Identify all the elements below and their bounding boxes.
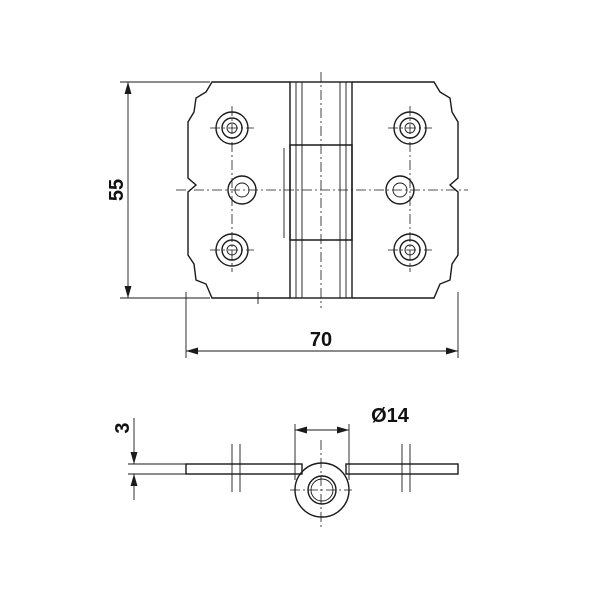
width-dimension: 70 <box>185 292 459 358</box>
width-label: 70 <box>310 329 332 351</box>
diameter-label: Ø14 <box>371 405 410 427</box>
hinge-top-view <box>176 72 468 308</box>
left-leaf-side <box>185 463 303 475</box>
thickness-label: 3 <box>112 422 134 433</box>
height-label: 55 <box>106 179 128 201</box>
thickness-dimension: 3 <box>112 418 186 500</box>
middle-knuckle <box>289 144 353 241</box>
right-leaf-outline <box>352 81 459 299</box>
height-dimension: 55 <box>106 81 210 299</box>
hinge-side-view <box>185 440 459 530</box>
left-leaf-outline <box>187 81 290 299</box>
diameter-dimension: Ø14 <box>294 405 410 480</box>
